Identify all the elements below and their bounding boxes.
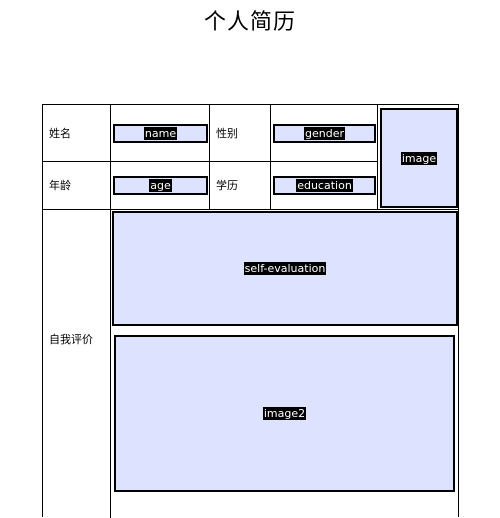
- label-self-evaluation: 自我评价: [49, 333, 93, 346]
- image-placeholder: image: [400, 151, 438, 165]
- education-field[interactable]: education: [273, 176, 376, 195]
- row-divider-1: [43, 161, 378, 162]
- label-name: 姓名: [49, 127, 71, 140]
- resume-table: 姓名 name 性别 gender image 年龄 age 学历 educat…: [42, 104, 459, 518]
- label-gender: 性别: [216, 127, 238, 140]
- page-title: 个人简历: [203, 10, 296, 35]
- gender-field[interactable]: gender: [273, 124, 376, 143]
- label-education: 学历: [216, 179, 238, 192]
- column-divider-value: [270, 105, 271, 209]
- education-placeholder: education: [296, 179, 353, 192]
- gender-placeholder: gender: [304, 127, 345, 140]
- image2-field[interactable]: image2: [114, 335, 455, 492]
- age-field[interactable]: age: [113, 176, 208, 195]
- image2-placeholder: image2: [262, 407, 307, 420]
- column-divider-mid: [209, 105, 210, 209]
- name-placeholder: name: [143, 127, 178, 140]
- name-field[interactable]: name: [113, 124, 208, 143]
- row-divider-2: [43, 209, 458, 210]
- column-divider-photo: [377, 105, 378, 209]
- self-evaluation-placeholder: self-evaluation: [243, 262, 327, 275]
- column-divider-label: [110, 105, 111, 518]
- age-placeholder: age: [149, 179, 172, 192]
- image-field[interactable]: image: [380, 108, 458, 208]
- self-evaluation-field[interactable]: self-evaluation: [112, 211, 458, 326]
- label-age: 年龄: [49, 179, 71, 192]
